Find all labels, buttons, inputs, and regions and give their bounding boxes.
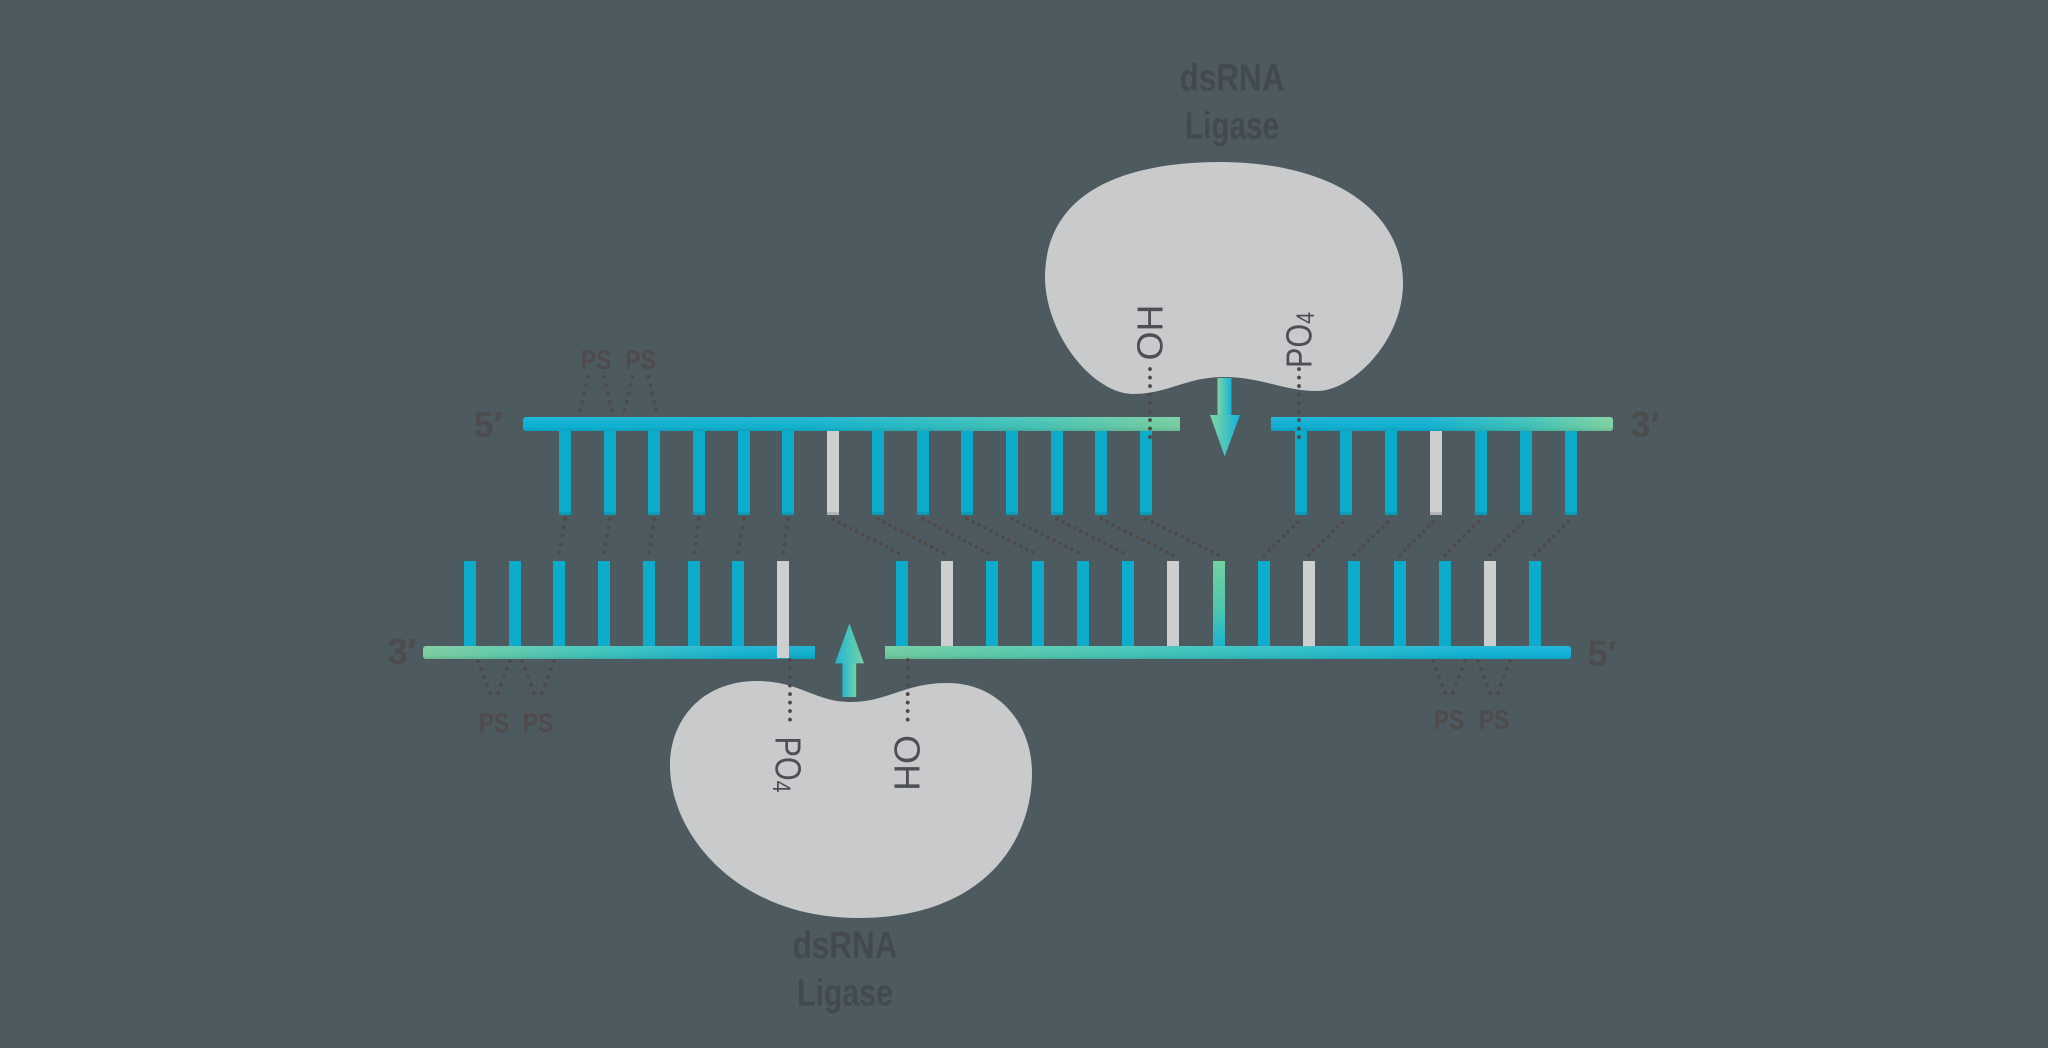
svg-text:3′: 3′ bbox=[1631, 404, 1660, 445]
svg-text:PS: PS bbox=[625, 345, 656, 375]
svg-text:PS: PS bbox=[523, 708, 554, 738]
svg-text:OH: OH bbox=[887, 735, 928, 791]
svg-text:PS: PS bbox=[581, 345, 612, 375]
svg-text:3′: 3′ bbox=[388, 631, 417, 672]
svg-text:PS: PS bbox=[1479, 705, 1510, 735]
svg-text:Ligase: Ligase bbox=[1185, 106, 1279, 148]
svg-text:PS: PS bbox=[1434, 705, 1465, 735]
svg-text:dsRNA: dsRNA bbox=[793, 925, 898, 967]
svg-text:5′: 5′ bbox=[1588, 633, 1617, 674]
svg-text:dsRNA: dsRNA bbox=[1180, 58, 1285, 100]
svg-text:Ligase: Ligase bbox=[797, 973, 893, 1015]
svg-text:OH: OH bbox=[1130, 305, 1171, 361]
svg-text:5′: 5′ bbox=[474, 404, 503, 445]
svg-text:PS: PS bbox=[479, 708, 510, 738]
